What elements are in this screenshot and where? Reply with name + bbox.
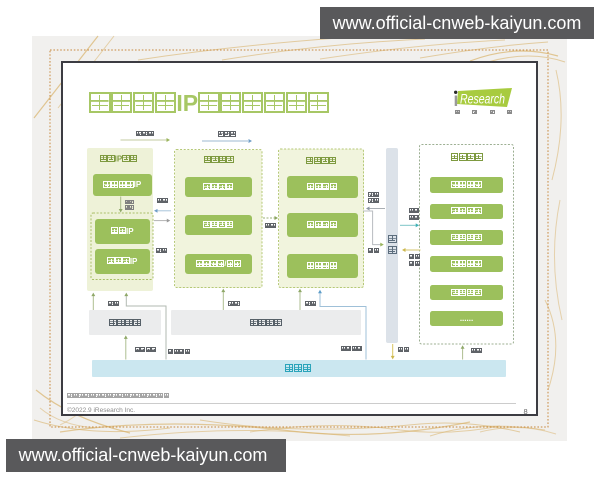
svg-text:Research: Research [460, 92, 505, 107]
